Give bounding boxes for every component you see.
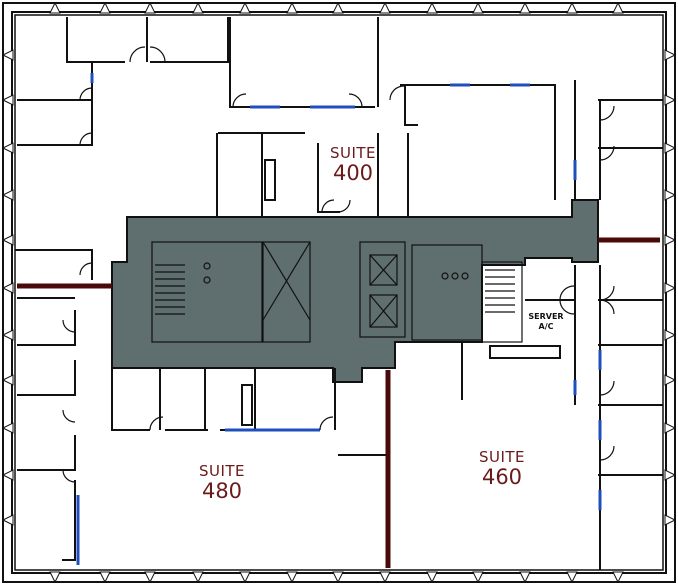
suite-480-label: SUITE 480 <box>186 462 258 503</box>
suite-460-label: SUITE 460 <box>466 448 538 489</box>
suite-number: 400 <box>332 160 374 185</box>
suite-title: SUITE <box>198 462 246 480</box>
demising-walls <box>17 237 660 568</box>
room-label-line2: A/C <box>538 322 554 331</box>
room-label-line1: SERVER <box>528 312 564 321</box>
suite-number: 460 <box>481 464 523 489</box>
suite-400-label: SUITE 400 <box>318 144 388 185</box>
glazing <box>76 73 602 565</box>
suite-title: SUITE <box>478 448 526 466</box>
core-internals <box>151 241 523 343</box>
building-core <box>111 199 599 383</box>
suite-number: 480 <box>201 478 243 503</box>
server-room-label: SERVER A/C <box>525 312 567 332</box>
door-swings <box>62 46 615 483</box>
suite-title: SUITE <box>329 144 377 162</box>
interior-walls <box>15 17 663 570</box>
